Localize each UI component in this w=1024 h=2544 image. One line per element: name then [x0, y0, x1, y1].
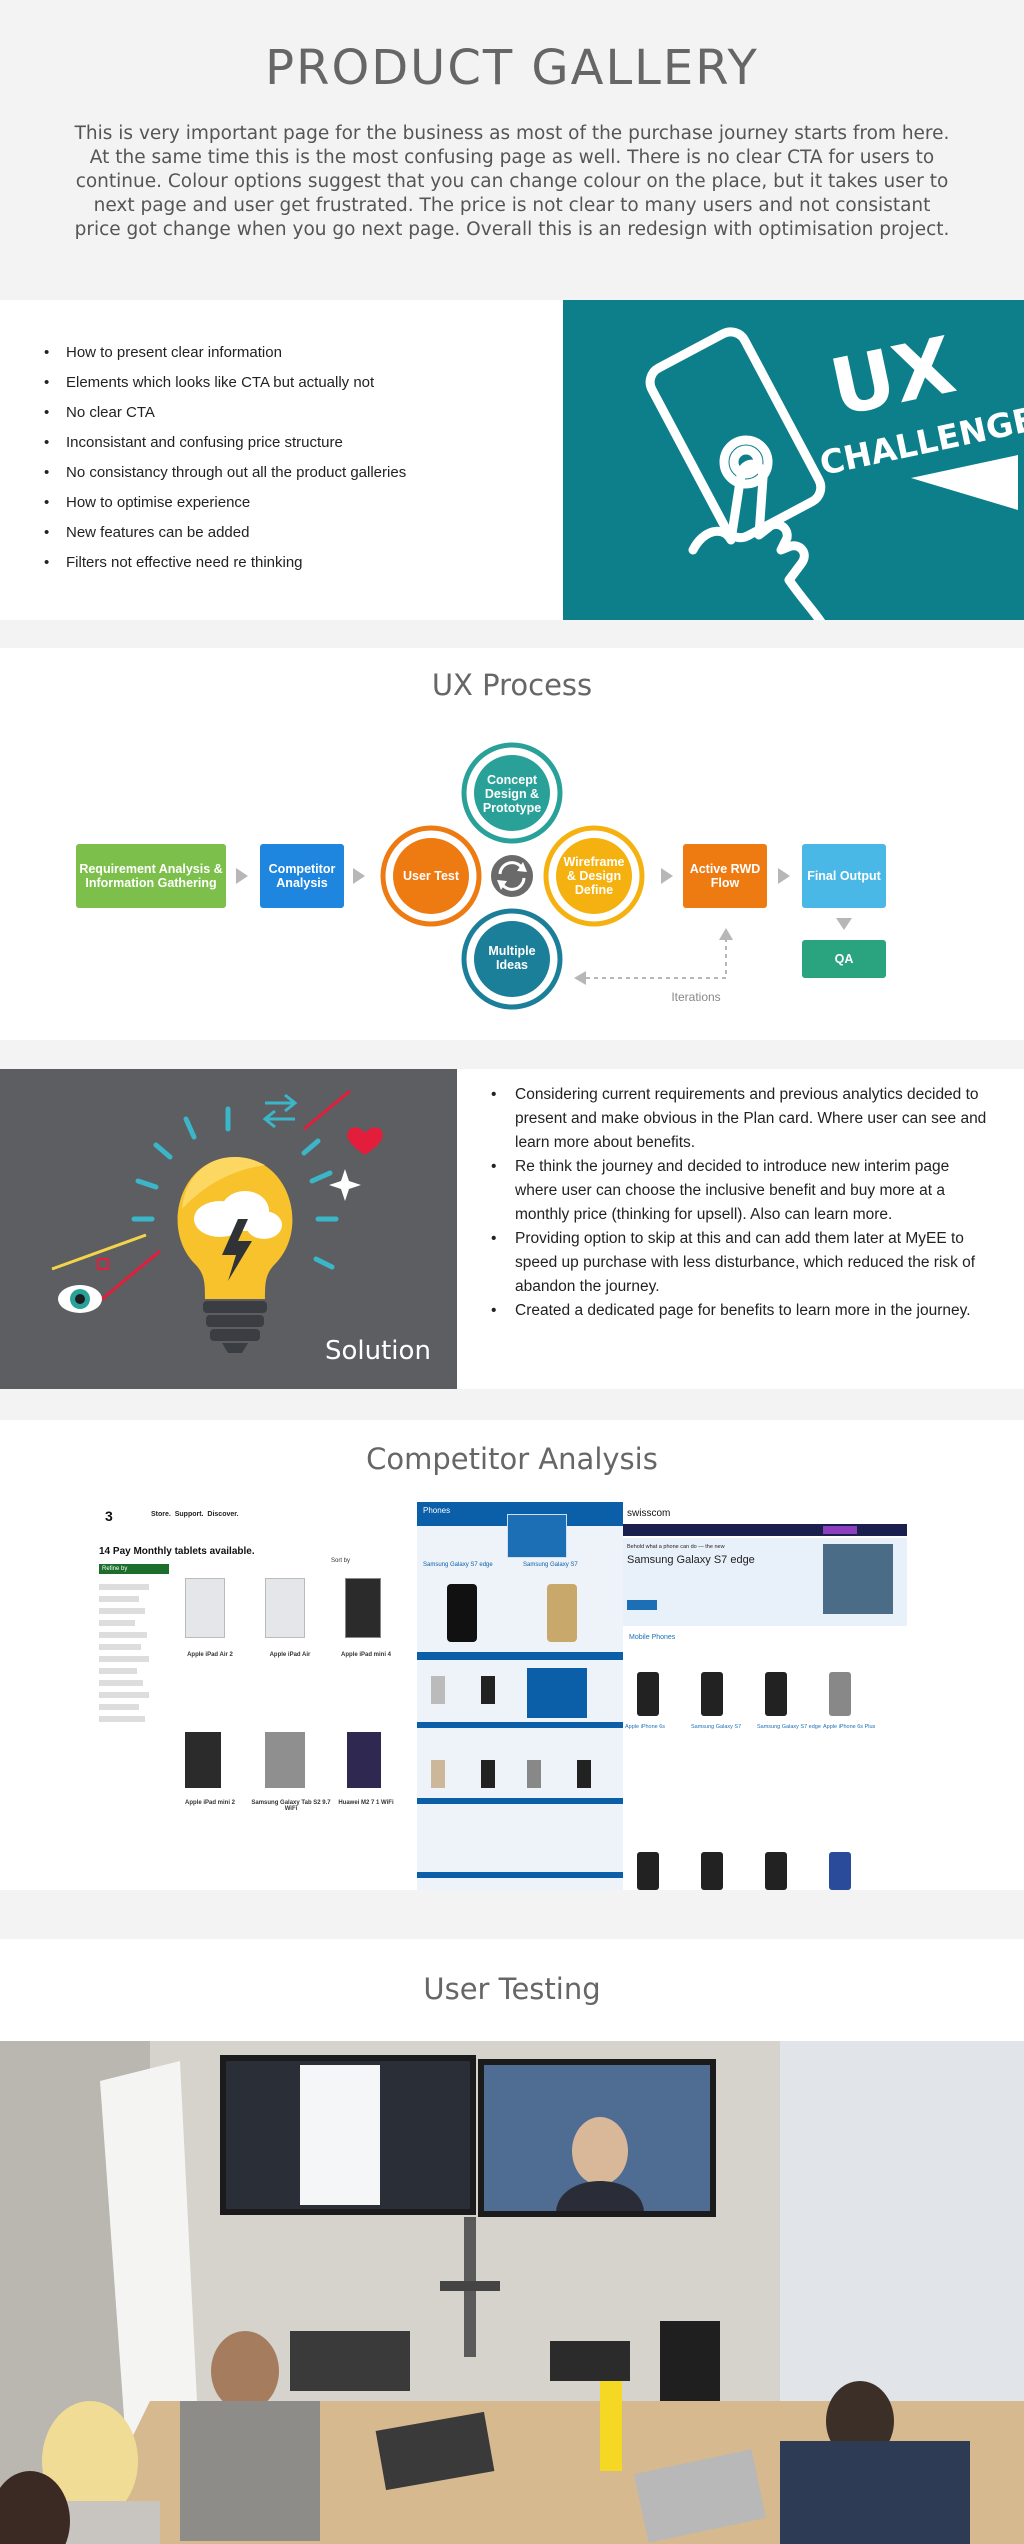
product-name: Huawei M2 7 1 WiFi [338, 1800, 394, 1806]
challenge-item: No consistancy through out all the produ… [40, 458, 540, 488]
section-divider [0, 1389, 1024, 1420]
arrow-icon [778, 868, 790, 884]
three-heading: 14 Pay Monthly tablets available. [99, 1546, 255, 1557]
solution-illustration: Solution [0, 1069, 457, 1389]
section-divider [0, 1040, 1024, 1069]
three-nav: Store. Support. Discover. [151, 1511, 239, 1518]
competitor-three-screenshot: 3 Store. Support. Discover. 14 Pay Month… [95, 1502, 417, 1890]
hero-section: PRODUCT GALLERY This is very important p… [0, 0, 1024, 300]
step-wireframe: Wireframe & Design Define [563, 855, 625, 897]
challenge-item: Filters not effective need re thinking [40, 548, 540, 578]
iterations-label: Iterations [671, 990, 721, 1004]
arrow-icon [719, 928, 733, 940]
product-name: Apple iPad mini 4 [340, 1652, 391, 1658]
step-multiple-ideas: Multiple Ideas [488, 944, 536, 972]
process-diagram [236, 742, 852, 1010]
step-competitor: Competitor Analysis [260, 844, 344, 908]
iterations-line [584, 938, 727, 979]
solution-section: Solution Considering current requirement… [0, 1069, 1024, 1389]
page-title: PRODUCT GALLERY [265, 40, 759, 96]
step-user-test: User Test [402, 869, 460, 883]
solution-label: Solution [325, 1336, 431, 1366]
solution-item: Re think the journey and decided to intr… [488, 1155, 988, 1227]
challenge-list: How to present clear information Element… [40, 338, 540, 578]
solution-item: Considering current requirements and pre… [488, 1083, 988, 1155]
three-filter-panel [99, 1578, 169, 1878]
product-image [347, 1732, 381, 1788]
swisscom-product: Samsung Galaxy S7 [691, 1724, 742, 1730]
product-image [265, 1732, 305, 1788]
arrow-icon [661, 868, 673, 884]
lightbulb-icon: Solution [51, 1089, 431, 1366]
process-section: UX Process Requirement Analysis & Inform… [0, 648, 1024, 1040]
swisscom-product: Apple iPhone 6s [625, 1724, 666, 1730]
step-concept: Concept Design & Prototype [482, 773, 542, 815]
arrow-icon [836, 918, 852, 930]
three-sort-label: Sort by [331, 1558, 351, 1564]
product-name: Apple iPad Air 2 [187, 1652, 233, 1658]
competitor-o2-screenshot: Phones Samsung Galaxy S7 edge Samsung Ga… [417, 1502, 623, 1890]
challenge-item: New features can be added [40, 518, 540, 548]
challenge-item: How to optimise experience [40, 488, 540, 518]
process-title: UX Process [431, 668, 593, 702]
challenge-section: How to present clear information Element… [0, 300, 1024, 620]
section-divider [0, 620, 1024, 648]
product-image [265, 1578, 305, 1638]
product-name: Apple iPad Air [269, 1652, 311, 1658]
step-active-rwd: Active RWD Flow [683, 844, 767, 908]
challenge-item: Inconsistant and confusing price structu… [40, 428, 540, 458]
user-testing-photo [0, 2041, 1024, 2544]
competitor-swisscom-screenshot: swisscom Behold what a phone can do — th… [623, 1502, 907, 1890]
solution-list: Considering current requirements and pre… [488, 1083, 988, 1323]
testing-title: User Testing [423, 1972, 601, 2006]
arrow-icon [353, 868, 365, 884]
competitor-section: Competitor Analysis 3 Store. Support. Di… [0, 1420, 1024, 1890]
swisscom-logo: swisscom [627, 1508, 671, 1519]
swisscom-section: Mobile Phones [629, 1634, 676, 1641]
arrow-icon [574, 971, 586, 985]
swisscom-product: Apple iPhone 6s Plus [823, 1724, 876, 1730]
product-image [185, 1578, 225, 1638]
step-final-output: Final Output [802, 844, 886, 908]
challenge-item: Elements which looks like CTA but actual… [40, 368, 540, 398]
competitor-screenshots: 3 Store. Support. Discover. 14 Pay Month… [95, 1502, 907, 1890]
page-description: This is very important page for the busi… [74, 123, 950, 240]
step-qa: QA [802, 940, 886, 978]
product-image [345, 1578, 381, 1638]
o2-tab: Phones [423, 1506, 451, 1515]
product-image [185, 1732, 221, 1788]
swisscom-promo-title: Samsung Galaxy S7 edge [627, 1554, 755, 1566]
phone-hand-illustration: UX CHALLENGE [645, 321, 1024, 620]
testing-section: User Testing [0, 1939, 1024, 2544]
challenge-item: No clear CTA [40, 398, 540, 428]
ux-challenge-banner: UX CHALLENGE [563, 300, 1024, 620]
three-logo: 3 [105, 1508, 113, 1524]
o2-product-label: Samsung Galaxy S7 edge [423, 1562, 493, 1568]
section-divider [0, 1890, 1024, 1939]
cycle-icon [487, 851, 537, 901]
swisscom-product: Samsung Galaxy S7 edge [757, 1724, 821, 1730]
o2-product-label: Samsung Galaxy S7 [523, 1562, 578, 1568]
solution-item: Providing option to skip at this and can… [488, 1227, 988, 1299]
meeting-room-illustration [0, 2041, 1024, 2544]
banner-arrow-shape [911, 455, 1018, 510]
swisscom-promo-line: Behold what a phone can do — the new [627, 1544, 725, 1550]
product-name: Apple iPad mini 2 [184, 1800, 235, 1806]
solution-item: Created a dedicated page for benefits to… [488, 1299, 988, 1323]
three-filter-header: Refine by [99, 1564, 169, 1574]
product-name: Samsung Galaxy Tab S2 9.7 WiFi [251, 1800, 331, 1812]
arrow-icon [236, 868, 248, 884]
step-requirement: Requirement Analysis & Information Gathe… [76, 844, 226, 908]
competitor-title: Competitor Analysis [366, 1442, 658, 1476]
challenge-item: How to present clear information [40, 338, 540, 368]
